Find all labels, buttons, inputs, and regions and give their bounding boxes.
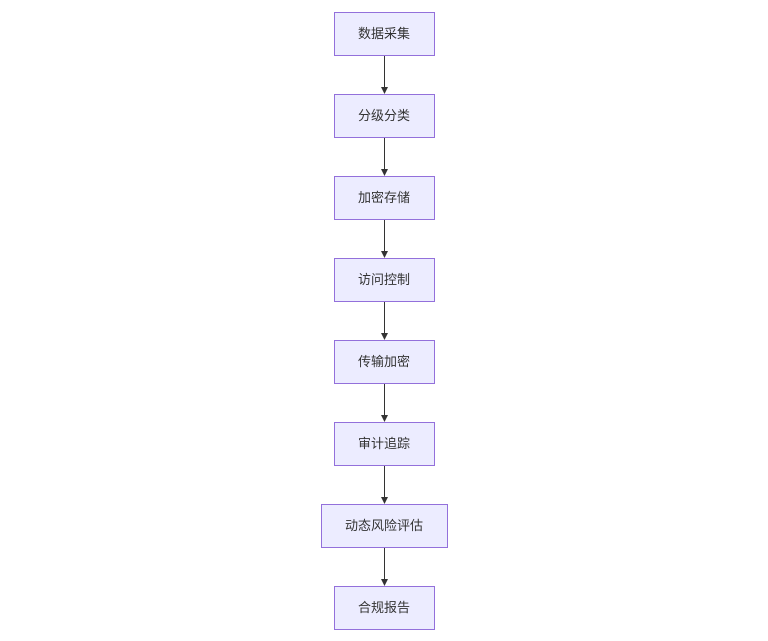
flow-node: 访问控制	[334, 258, 435, 302]
flow-node-box	[334, 94, 435, 138]
flow-node-label: 动态风险评估	[345, 519, 423, 534]
flow-node: 分级分类	[334, 94, 435, 138]
flow-edge-arrowhead	[381, 497, 388, 504]
flow-node-box	[334, 176, 435, 220]
flow-node-label: 访问控制	[358, 273, 410, 288]
flow-node: 动态风险评估	[321, 504, 448, 548]
flow-node: 审计追踪	[334, 422, 435, 466]
flow-node-label: 审计追踪	[358, 436, 410, 452]
flow-node-label: 分级分类	[358, 109, 410, 124]
flow-node-box	[334, 258, 435, 302]
flow-node-box	[334, 340, 435, 384]
flow-edge-arrowhead	[381, 415, 388, 422]
flowchart-edges	[381, 56, 388, 586]
flow-node: 数据采集	[334, 12, 435, 56]
flow-node: 合规报告	[334, 586, 435, 630]
flow-node-label: 数据采集	[358, 26, 410, 42]
flow-edge-arrowhead	[381, 333, 388, 340]
flow-edge-arrowhead	[381, 579, 388, 586]
flow-node-box	[334, 586, 435, 630]
flow-node-label: 传输加密	[358, 354, 410, 370]
flow-edge-arrowhead	[381, 169, 388, 176]
flow-node-label: 加密存储	[358, 190, 410, 206]
flow-node: 加密存储	[334, 176, 435, 220]
flow-edge-arrowhead	[381, 87, 388, 94]
flow-node-box	[321, 504, 448, 548]
flow-edge-arrowhead	[381, 251, 388, 258]
flow-node-label: 合规报告	[358, 601, 410, 616]
flow-node: 传输加密	[334, 340, 435, 384]
flow-node-box	[334, 422, 435, 466]
flow-node-box	[334, 12, 435, 56]
